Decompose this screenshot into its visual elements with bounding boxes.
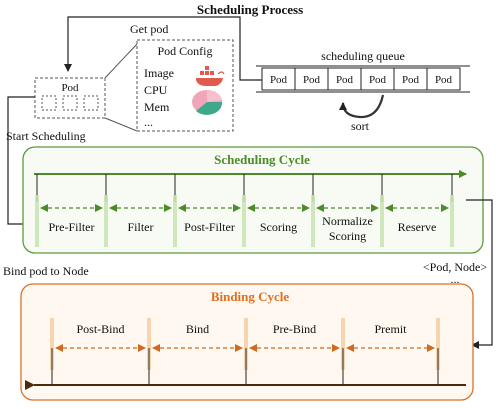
stage-divider-bar: [380, 195, 384, 247]
pod-config-item: ...: [144, 115, 153, 129]
callout-line: [104, 43, 138, 79]
binding-stage-label: Post-Bind: [76, 322, 124, 336]
binding-cycle-title: Binding Cycle: [211, 289, 290, 304]
scheduling-stage-label: Reserve: [398, 220, 437, 234]
stage-divider-bar: [173, 195, 177, 247]
queue-cell-label: Pod: [303, 74, 321, 86]
stage-divider-bar: [50, 318, 54, 370]
queue-cell: Pod: [261, 67, 296, 91]
queue-cell: Pod: [294, 67, 329, 91]
scheduling-cycle-title: Scheduling Cycle: [214, 152, 310, 167]
scheduling-stage-label: Post-Filter: [184, 220, 235, 234]
binding-stage-label: Bind: [186, 322, 209, 336]
pod-config-title: Pod Config: [157, 44, 212, 58]
queue-cell-label: Pod: [402, 74, 420, 86]
diagram-title: Scheduling Process: [197, 2, 303, 17]
stage-divider-bar: [35, 195, 39, 247]
stage-divider-bar: [450, 195, 454, 247]
pod-config-item: CPU: [144, 83, 168, 97]
get-pod-connector: [64, 16, 262, 81]
queue-cell-label: Pod: [435, 74, 453, 86]
stage-divider-bar: [104, 195, 108, 247]
queue-cell: Pod: [393, 67, 428, 91]
resource-pie-icon: [192, 89, 223, 115]
queue-cell-label: Pod: [270, 74, 288, 86]
scheduling-stage-label: Pre-Filter: [49, 220, 95, 234]
scheduling-queue: Pod Pod Pod Pod Pod Pod: [256, 65, 470, 93]
stage-divider-bar: [244, 318, 248, 370]
start-scheduling-connector: [7, 96, 36, 228]
queue-cell: Pod: [426, 67, 461, 91]
pod-config-item: Mem: [144, 100, 170, 114]
pod-config-item: Image: [144, 66, 174, 80]
queue-cell-label: Pod: [369, 74, 387, 86]
stage-divider-bar: [341, 318, 345, 370]
pod-node-label: <Pod, Node>: [423, 260, 487, 274]
stage-divider-bar: [242, 195, 246, 247]
pod-config-box: Pod Config Image CPU Mem ...: [136, 39, 234, 132]
binding-stage-label: Pre-Bind: [273, 322, 316, 336]
get-pod-label: Get pod: [130, 22, 168, 36]
pod-container-slot: [83, 95, 99, 111]
queue-cell-label: Pod: [336, 74, 354, 86]
callout-line: [104, 117, 138, 132]
pod-label: Pod: [61, 82, 79, 94]
pod-box: Pod: [34, 77, 106, 119]
pod-container-slot: [41, 95, 57, 111]
sort-arrow-icon: [339, 94, 385, 119]
binding-stage-label: Premit: [375, 322, 408, 336]
stage-divider-bar: [311, 195, 315, 247]
queue-cell: Pod: [360, 67, 395, 91]
pod-container-slot: [62, 95, 78, 111]
scheduling-stage-label: Filter: [128, 220, 154, 234]
stage-divider-bar: [147, 318, 151, 370]
reserve-to-binding-connector: [466, 199, 493, 349]
container-image-icon: [196, 66, 225, 86]
scheduling-stage-label: Scoring: [260, 220, 297, 234]
start-scheduling-label: Start Scheduling: [6, 129, 86, 143]
bind-pod-label: Bind pod to Node: [3, 264, 89, 278]
stage-divider-bar: [436, 318, 440, 370]
queue-cell: Pod: [327, 67, 362, 91]
sort-label: sort: [351, 119, 370, 133]
pod-node-ellipsis: ...: [451, 272, 460, 286]
queue-label: scheduling queue: [321, 49, 405, 63]
